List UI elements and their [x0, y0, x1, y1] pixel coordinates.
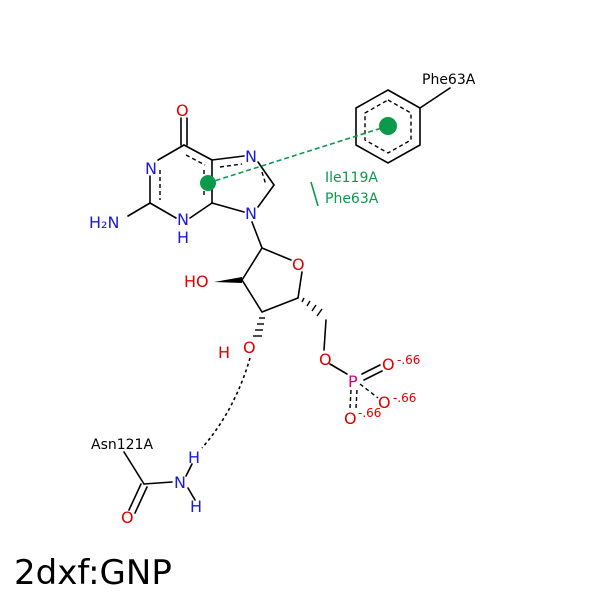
atom-op3: O: [344, 409, 357, 428]
hydrogen-bond: [201, 357, 251, 449]
atom-h-n3: H: [177, 228, 189, 247]
atom-asn-h1: H: [188, 448, 200, 467]
pi-centroid-phe: [379, 117, 397, 135]
charge-op2: -.66: [393, 391, 416, 405]
atom-nh2: H₂N: [89, 213, 119, 232]
phosphate-group: [329, 363, 383, 409]
charge-op1: -.66: [397, 353, 420, 367]
atom-o5: O: [319, 350, 332, 369]
atom-asn-n: N: [174, 473, 186, 492]
atom-n9: N: [245, 204, 257, 223]
atom-p: P: [348, 372, 358, 391]
purine-core: [127, 117, 275, 219]
diagram-title: 2dxf:GNP: [14, 553, 172, 593]
hydrophobic-contact-mark: [310, 181, 319, 207]
pi-centroid-ligand: [200, 175, 216, 191]
atom-ho: HO: [184, 272, 209, 291]
atom-o3: O: [243, 338, 256, 357]
atom-asn-h2: H: [190, 497, 202, 516]
residue-asn: Asn121A: [91, 437, 153, 453]
atom-op2: O: [378, 393, 391, 412]
charge-op3: -.66: [358, 406, 381, 420]
residue-ile: Ile119A: [325, 170, 378, 186]
atom-op1: O: [382, 355, 395, 374]
ribose-ring: [214, 221, 327, 351]
residue-phe-mid: Phe63A: [325, 191, 379, 207]
atom-n1: N: [145, 159, 157, 178]
phe-ring: [355, 87, 451, 164]
atom-n3: N: [177, 210, 189, 229]
atom-asn-o: O: [121, 508, 134, 527]
interactions: [200, 117, 397, 449]
atom-o-ring: O: [292, 255, 305, 274]
atom-h3: H: [218, 343, 230, 362]
asn-fragment: [123, 451, 196, 514]
atom-o-carbonyl: O: [176, 101, 189, 120]
residue-phe-top: Phe63A: [422, 72, 476, 88]
atom-n7: N: [245, 147, 257, 166]
